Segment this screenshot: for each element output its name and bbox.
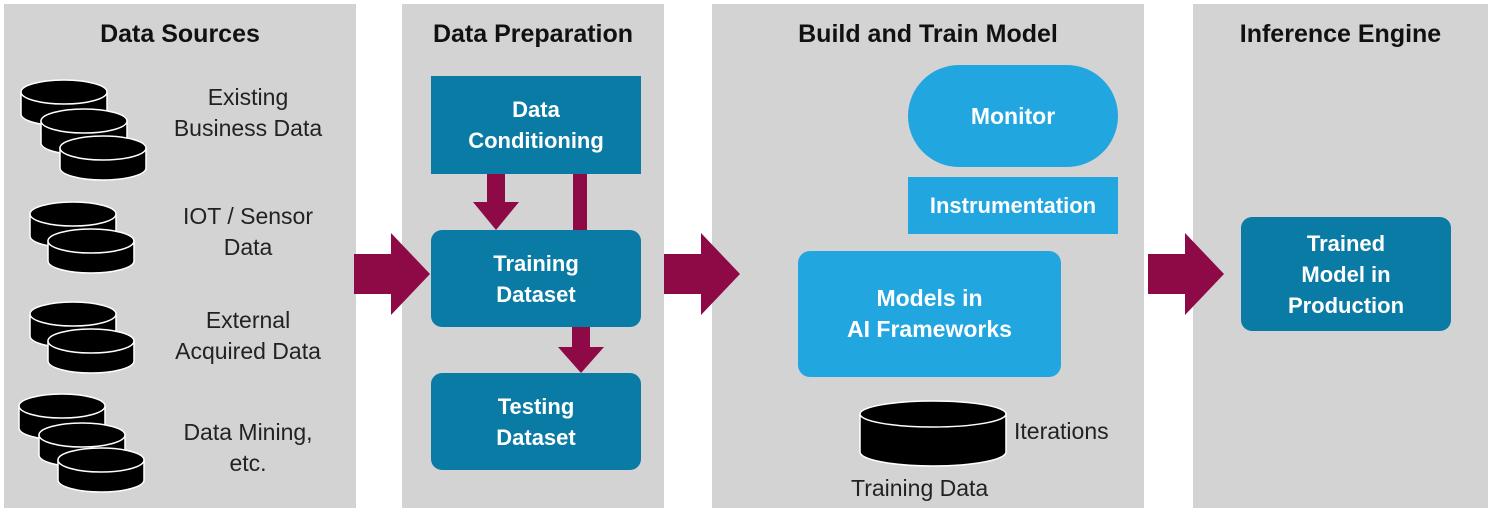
flow-arrow [354,233,430,315]
data-sources-title: Data Sources [100,20,260,48]
source-label-iot: IOT / Sensor Data [183,203,313,260]
trained-model-in-production-box: Trained Model in Production [1241,217,1451,331]
iterations-label: Iterations [1014,418,1109,444]
data-conditioning-box: Data Conditioning [431,76,641,174]
flow-arrow [664,233,740,315]
source-label-external: External Acquired Data [175,307,321,364]
source-label-existing: Existing Business Data [173,84,323,141]
training-data-label: Training Data [851,475,989,501]
connector-bar [573,174,587,230]
training-dataset-box: Training Dataset [431,230,641,327]
database-stack-icon [29,201,135,274]
database-stack-icon [18,393,145,493]
database-icon [859,400,1007,467]
testing-dataset-box: Testing Dataset [431,373,641,470]
database-stack-icon [20,79,147,181]
down-arrow [473,174,519,230]
database-stack-icon [29,301,135,374]
build-train-title: Build and Train Model [798,20,1058,48]
models-in-ai-frameworks-box: Models in AI Frameworks [798,251,1061,377]
source-label-data-mining: Data Mining, etc. [183,419,313,476]
inference-engine-title: Inference Engine [1239,20,1442,48]
flow-arrow [1148,233,1224,315]
down-arrow [558,327,604,373]
data-preparation-title: Data Preparation [432,20,634,48]
instrumentation-box: Instrumentation [908,177,1118,234]
monitor-box: Monitor [908,65,1118,167]
